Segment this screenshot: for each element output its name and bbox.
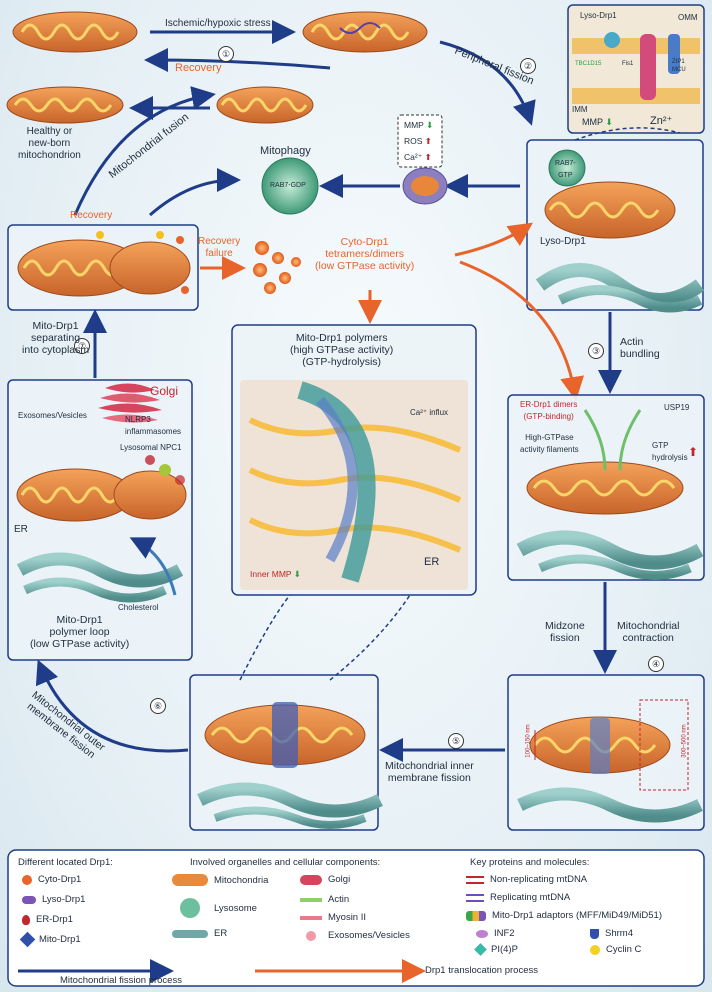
- label-rab7-gdp: RAB7-GDP: [270, 182, 306, 189]
- step-5: ⑤: [448, 733, 464, 749]
- mitochondrion-top-left: [12, 11, 138, 53]
- label-cyto-drp1: Cyto-Drp1 tetramers/dimers (low GTPase a…: [315, 236, 415, 272]
- step-2: ②: [520, 58, 536, 74]
- step-7: ⑦: [74, 338, 90, 354]
- label-omm: OMM: [678, 13, 698, 22]
- step-1: ①: [218, 46, 234, 62]
- legend-er: ER: [172, 928, 227, 939]
- label-mmp: MMP ⬇: [404, 120, 434, 130]
- label-recovery-top: Recovery: [175, 62, 222, 74]
- label-dim-100: 100–150 nm: [525, 724, 532, 758]
- label-mitophagy: Mitophagy: [260, 145, 311, 157]
- label-cholesterol: Cholesterol: [118, 603, 159, 612]
- label-golgi: Golgi: [150, 384, 179, 398]
- label-lyso-drp1: Lyso-Drp1: [540, 236, 586, 247]
- connector-right: [329, 594, 411, 681]
- legend-inf2: INF2: [476, 928, 515, 939]
- label-high-gtpase: High-GTPase activity filaments: [520, 433, 579, 454]
- label-inner-mmp: Inner MMP ⬇: [250, 569, 301, 579]
- arrow-to-er: [459, 260, 585, 401]
- gtp-up-arrow: ⬆: [688, 445, 699, 459]
- step-4: ④: [648, 656, 664, 672]
- label-ischemic: Ischemic/hypoxic stress: [165, 18, 271, 29]
- label-er-drp1: ER-Drp1 dimers (GTP-binding): [520, 400, 578, 421]
- label-ca: Ca²⁺ ⬆: [404, 152, 432, 162]
- arrow-cholesterol: [129, 537, 177, 596]
- legend-er-drp1: ER-Drp1: [22, 914, 73, 925]
- label-inner-fission: Mitochondrial inner membrane fission: [385, 760, 474, 784]
- label-dim-300: 300–500 nm: [681, 724, 688, 758]
- legend-col3-title: Key proteins and molecules:: [470, 857, 590, 868]
- legend-actin: Actin: [300, 894, 349, 905]
- label-polymers: Mito-Drp1 polymers (high GTPase activity…: [290, 332, 394, 368]
- arrow-mitophagy: [149, 168, 241, 217]
- arrow-recovery-top: [144, 48, 331, 73]
- label-ca-influx: Ca²⁺ influx: [410, 408, 449, 417]
- step-3: ③: [588, 343, 604, 359]
- legend-lyso-drp1: Lyso-Drp1: [22, 894, 85, 905]
- label-lyso-drp1-inset: Lyso-Drp1: [580, 11, 617, 20]
- connector-left: [239, 594, 291, 681]
- legend-fission-label: Mitochondrial fission process: [60, 975, 182, 986]
- step-6: ⑥: [150, 698, 166, 714]
- lysosome-mitophagy: [261, 157, 319, 215]
- cyto-drp1-cluster: [253, 241, 301, 294]
- panel-polymer-loop: [7, 379, 193, 661]
- legend-translocation-label: Drp1 translocation process: [425, 965, 538, 976]
- label-healthy: Healthy or new-born mitochondrion: [18, 126, 81, 161]
- label-imm: IMM: [572, 105, 588, 114]
- label-midzone: Midzone fission: [545, 620, 585, 644]
- label-contraction: Mitochondrial contraction: [617, 620, 680, 644]
- legend-golgi: Golgi: [300, 874, 350, 885]
- arrow-outer-fission: [35, 659, 189, 753]
- arrow-fusion: [73, 86, 216, 216]
- label-recovery-left: Recovery: [70, 210, 113, 221]
- label-recovery-failure: Recovery failure: [198, 236, 241, 259]
- legend-nonrep-mtdna: Non-replicating mtDNA: [466, 874, 587, 885]
- mmp-ros-box: [397, 114, 443, 168]
- mitochondrion-healthy: [6, 86, 124, 124]
- legend-col1-title: Different located Drp1:: [18, 857, 113, 868]
- legend-pi4p: PI(4)P: [474, 943, 518, 956]
- label-mmp-zn: MMP ⬇: [582, 117, 613, 127]
- label-polymer-loop: Mito-Drp1 polymer loop (low GTPase activ…: [30, 614, 130, 650]
- label-usp19: USP19: [664, 403, 690, 412]
- label-zn: Zn²⁺: [650, 115, 673, 127]
- label-rab7-gtp: RAB7- GTP: [555, 160, 576, 179]
- label-zip1: ZIP1: [672, 59, 685, 65]
- label-actin-bundling: Actin bundling: [620, 336, 660, 360]
- label-nlrp3: NLRP3 inflammasomes: [125, 415, 182, 436]
- label-npc1: Lysosomal NPC1: [120, 443, 182, 452]
- legend-mito-drp1: Mito-Drp1: [19, 931, 81, 948]
- label-exosomes: Exosomes/Vesicles: [18, 411, 87, 420]
- label-mito-separating: Mito-Drp1 separating into cytoplasm: [22, 320, 90, 356]
- legend-rep-mtdna: Replicating mtDNA: [466, 892, 570, 903]
- legend-adaptors: Mito-Drp1 adaptors (MFF/MiD49/MiD51): [466, 910, 662, 921]
- label-er-center: ER: [424, 556, 440, 568]
- label-tbc1d15: TBC1D15: [575, 61, 602, 67]
- mitochondrion-fusion: [216, 86, 314, 124]
- legend-myosin: Myosin II: [300, 912, 366, 923]
- arrow-to-lyso: [454, 222, 533, 257]
- label-fis1: Fis1: [622, 61, 634, 67]
- legend-cyto-drp1: Cyto-Drp1: [22, 874, 81, 885]
- mitochondrion-top-right: [302, 11, 428, 53]
- label-ros: ROS ⬆: [404, 136, 432, 146]
- legend-shrm4: Shrm4: [590, 928, 633, 939]
- golgi: [98, 383, 162, 423]
- legend-exosomes: Exosomes/Vesicles: [300, 930, 410, 941]
- legend-lysosome: Lysosome: [172, 898, 257, 918]
- label-gtp-hydrolysis: GTP hydrolysis: [652, 441, 688, 462]
- label-mcu: MCU: [672, 67, 686, 73]
- arrow-peripheral: [439, 40, 536, 126]
- label-er-left: ER: [14, 524, 28, 535]
- legend-col2-title: Involved organelles and cellular compone…: [190, 857, 381, 868]
- legend-mitochondria: Mitochondria: [172, 874, 268, 886]
- legend-cyclin-c: Cyclin C: [590, 944, 641, 955]
